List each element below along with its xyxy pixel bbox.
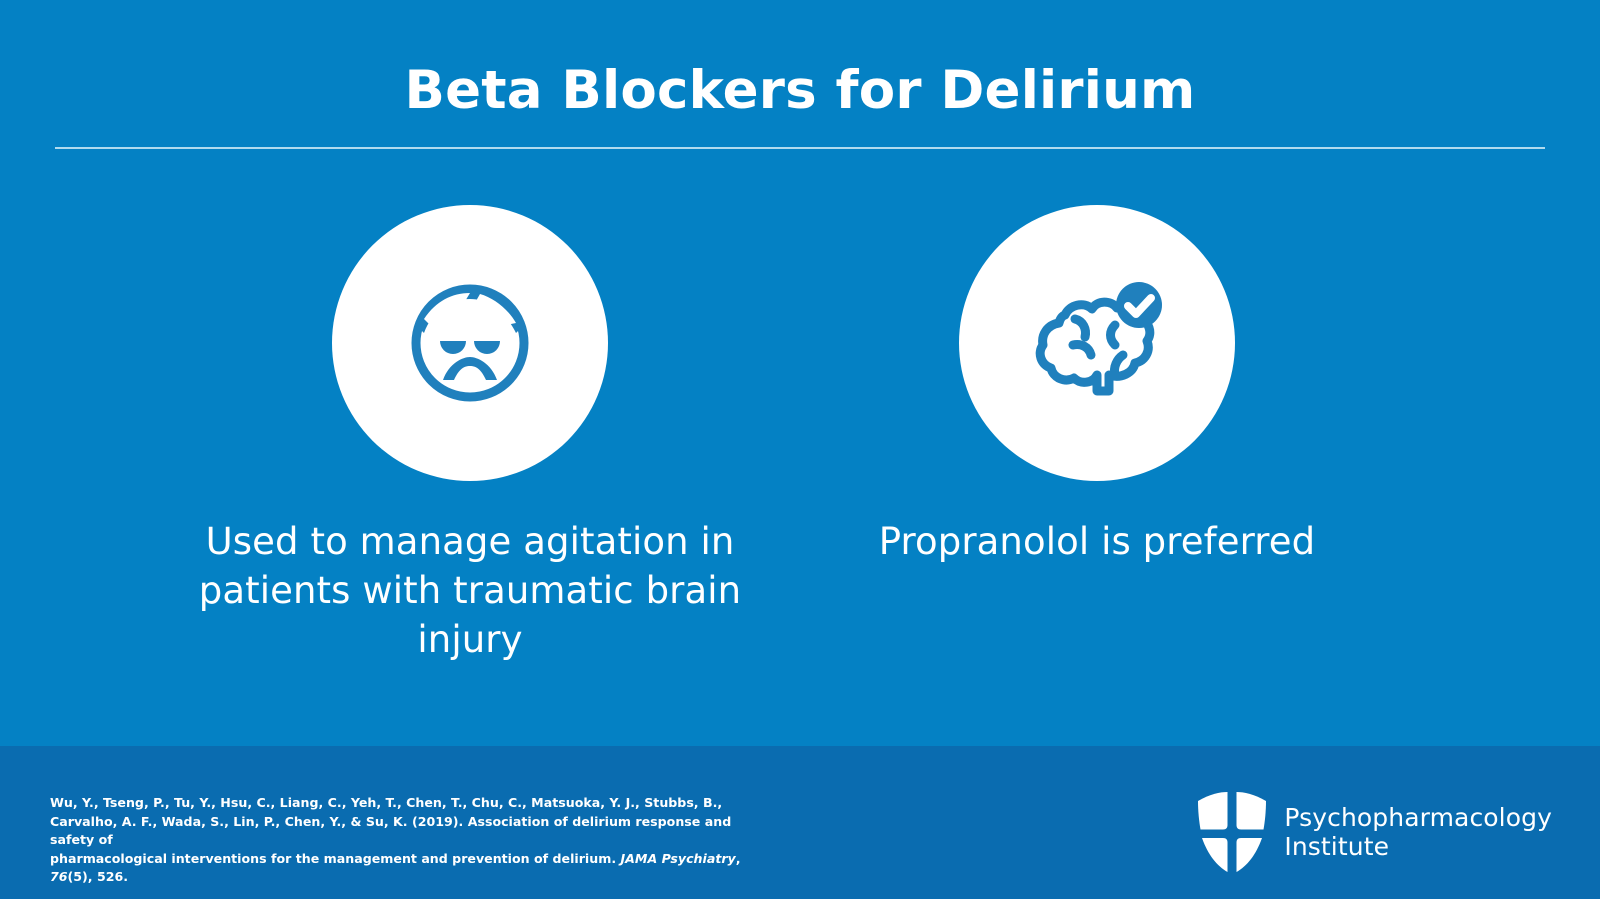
citation-text: Wu, Y., Tseng, P., Tu, Y., Hsu, C., Lian…: [50, 794, 770, 887]
brand-name-line-2: Institute: [1284, 832, 1390, 861]
bandaged-sad-face-icon: [406, 279, 534, 407]
title-divider: [55, 147, 1545, 149]
content-column-left: Used to manage agitation in patients wit…: [190, 205, 750, 665]
brain-check-icon: [1029, 279, 1165, 407]
brand-name: Psychopharmacology Institute: [1284, 803, 1552, 862]
brand-name-line-1: Psychopharmacology: [1284, 802, 1552, 832]
page-title: Beta Blockers for Delirium: [404, 60, 1196, 121]
citation-line-3-pre: pharmacological interventions for the ma…: [50, 850, 621, 866]
citation-line-3: pharmacological interventions for the ma…: [50, 850, 770, 887]
citation-journal-name: JAMA Psychiatry: [620, 850, 736, 866]
citation-line-3-post: (5), 526.: [67, 869, 129, 884]
citation-line-2: Carvalho, A. F., Wada, S., Lin, P., Chen…: [50, 813, 732, 848]
citation-line-3-mid: ,: [735, 850, 741, 866]
brand-logo: Psychopharmacology Institute: [1194, 789, 1552, 875]
citation-volume: 76: [50, 869, 68, 884]
icon-circle-left: [332, 205, 608, 481]
caption-right: Propranolol is preferred: [878, 520, 1316, 563]
caption-left: Used to manage agitation in patients wit…: [198, 520, 742, 662]
citation-line-1: Wu, Y., Tseng, P., Tu, Y., Hsu, C., Lian…: [50, 795, 723, 810]
content-column-right: Propranolol is preferred: [817, 205, 1377, 566]
shield-logo-icon: [1194, 789, 1270, 875]
content-columns: Used to manage agitation in patients wit…: [0, 205, 1600, 685]
icon-circle-right: [959, 205, 1235, 481]
footer-band: Wu, Y., Tseng, P., Tu, Y., Hsu, C., Lian…: [0, 746, 1600, 899]
title-block: Beta Blockers for Delirium: [0, 60, 1600, 121]
